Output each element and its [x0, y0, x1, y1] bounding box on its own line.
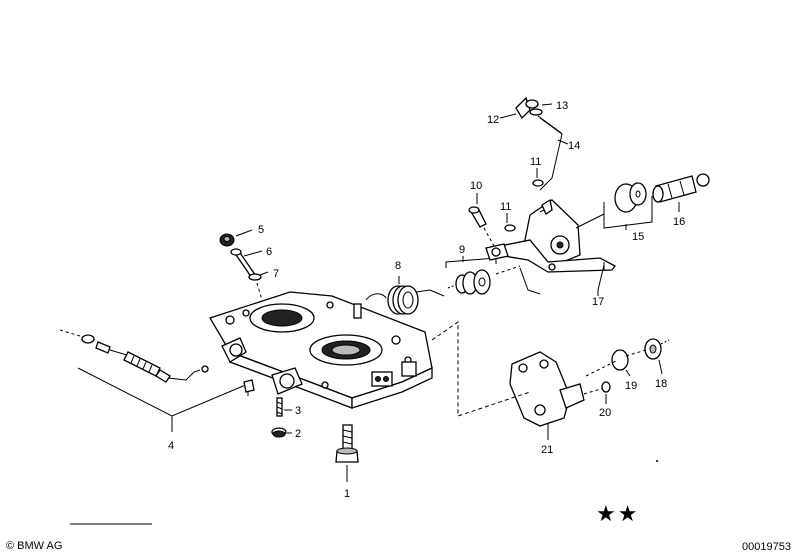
screw-part-10 — [468, 193, 495, 247]
callout-20: 20 — [599, 407, 611, 419]
callout-5: 5 — [258, 224, 264, 236]
cable-assembly-part-4 — [59, 329, 255, 432]
callout-13: 13 — [556, 100, 568, 112]
callout-3: 3 — [295, 405, 301, 417]
callout-21: 21 — [541, 444, 553, 456]
rod-part-14 — [537, 115, 569, 191]
washer-part-19 — [611, 349, 631, 377]
copyright-label: © BMW AG — [6, 540, 63, 552]
clip-part-13 — [525, 99, 553, 116]
callout-1: 1 — [344, 488, 350, 500]
callout-11-lower: 11 — [500, 201, 511, 213]
callout-8: 8 — [395, 260, 401, 272]
callout-4: 4 — [168, 440, 174, 452]
washer-part-11-upper — [532, 168, 544, 187]
callout-9: 9 — [459, 244, 465, 256]
bushing-set-part-9 — [445, 256, 521, 295]
nut-part-2 — [271, 427, 292, 438]
diagram-reference-number: 00019753 — [742, 541, 791, 553]
callout-6: 6 — [266, 246, 272, 258]
pin-part-6 — [230, 248, 263, 279]
callout-2: 2 — [295, 428, 301, 440]
callout-10: 10 — [470, 180, 482, 192]
callout-7: 7 — [273, 268, 279, 280]
callout-17: 17 — [592, 296, 604, 308]
throttle-housing — [209, 291, 433, 409]
sleeve-part-16 — [652, 173, 710, 212]
callout-19: 19 — [625, 380, 637, 392]
plate-part-21 — [509, 351, 605, 440]
washer-part-20 — [601, 381, 611, 404]
callout-15: 15 — [632, 231, 644, 243]
callout-14: 14 — [568, 140, 580, 152]
callout-12: 12 — [487, 114, 499, 126]
callout-labels: 1 2 3 4 5 6 7 8 9 10 11 11 12 13 14 15 1… — [168, 100, 685, 500]
screw-part-3 — [276, 397, 292, 417]
dot-mark — [656, 460, 658, 462]
variant-stars: ★★ — [596, 502, 640, 527]
nut-part-5 — [219, 229, 253, 247]
callout-18: 18 — [655, 378, 667, 390]
clip-part-7 — [248, 271, 269, 301]
washer-set-part-15 — [575, 182, 653, 230]
callout-16: 16 — [673, 216, 685, 228]
clip-part-12 — [499, 96, 531, 120]
nut-part-18 — [644, 338, 670, 375]
lever-part-17 — [485, 198, 616, 296]
spring-part-8 — [365, 276, 445, 315]
callout-11-upper: 11 — [530, 156, 541, 168]
bolt-part-1 — [335, 424, 359, 482]
washer-part-11-lower — [504, 213, 516, 232]
assembly-guide-lines — [431, 321, 647, 417]
